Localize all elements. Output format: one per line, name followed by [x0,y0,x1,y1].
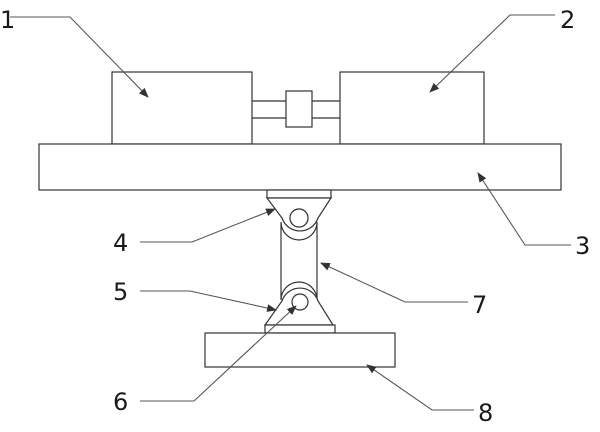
left-block [111,71,253,145]
leader-line-5 [140,290,277,312]
callout-6: 6 [113,388,128,416]
platform-plate [38,143,562,191]
right-block [339,71,485,145]
callout-2: 2 [560,6,575,34]
leader-line-4 [140,208,276,243]
callout-4: 4 [113,229,128,257]
leader-line-6 [140,305,297,402]
callout-8: 8 [478,399,493,427]
leader-line-7 [320,262,468,303]
callout-1: 1 [0,6,15,34]
base-plate [204,332,396,368]
leader-line-1 [10,16,149,98]
leader-line-2 [429,14,555,93]
shaft-coupling [252,90,340,128]
callout-7: 7 [472,291,487,319]
callout-5: 5 [113,278,128,306]
leader-line-8 [366,364,474,411]
callout-3: 3 [575,232,590,260]
leader-line-3 [477,172,571,246]
